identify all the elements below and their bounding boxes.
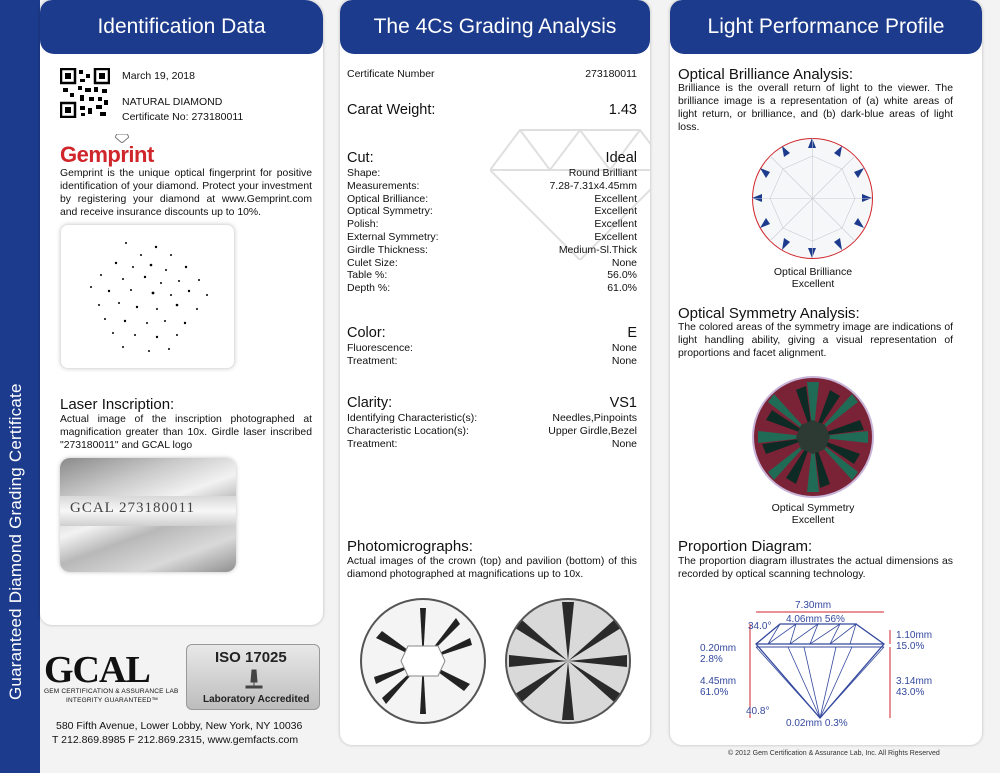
microscope-icon [245, 669, 263, 689]
gemprint-pattern [90, 242, 208, 352]
diagram-crown-left: 0.20mm 2.8% [700, 643, 737, 665]
report-date: March 19, 2018 [122, 70, 195, 82]
table-row: Optical Brilliance:Excellent [347, 192, 637, 205]
light-performance-panel: Light Performance Profile Optical Brilli… [670, 0, 982, 745]
table-row: Treatment:None [347, 354, 637, 367]
certificate-number-line: Certificate No: 273180011 [122, 111, 244, 123]
diagram-pavilion-right: 3.14mm 43.0% [896, 676, 933, 698]
symmetry-caption-title: Optical Symmetry [771, 502, 855, 514]
table-row: Measurements:7.28-7.31x4.45mm [347, 179, 637, 192]
cut-row: Cut: Ideal [347, 150, 637, 167]
lab-address: 580 Fifth Avenue, Lower Lobby, New York,… [56, 720, 303, 732]
table-row: Depth %:61.0% [347, 282, 637, 295]
iso-number: ISO 17025 [215, 649, 287, 666]
gcal-logo: GCAL [44, 649, 151, 691]
brilliance-description: Brilliance is the overall return of ligh… [678, 83, 953, 133]
diagram-crown-right: 1.10mm 15.0% [896, 630, 933, 652]
diamond-type: NATURAL DIAMOND [122, 96, 223, 108]
carat-row: Carat Weight: 1.43 [347, 102, 637, 119]
table-row: Polish:Excellent [347, 218, 637, 231]
diagram-width: 7.30mm [795, 600, 832, 611]
clarity-row: Clarity: VS1 [347, 395, 637, 412]
cut-section: Cut: Ideal Shape:Round Brilliant Measure… [347, 150, 637, 295]
gemprint-logo: Gemprint [60, 142, 154, 167]
proportion-description: The proportion diagram illustrates the a… [678, 556, 953, 580]
proportion-diagram: 7.30mm 4.06mm 56% 34.0° 0.20mm 2.8% 4.45… [700, 590, 940, 740]
table-row: External Symmetry:Excellent [347, 230, 637, 243]
gcal-tagline: INTEGRITY GUARANTEED™ [66, 697, 159, 704]
crown-photo [360, 598, 486, 724]
grading-header: The 4Cs Grading Analysis [340, 0, 650, 54]
table-row: Girdle Thickness:Medium-Sl.Thick [347, 243, 637, 256]
side-band [0, 0, 40, 773]
photomicrographs-title: Photomicrographs: [347, 538, 473, 555]
gemprint-description: Gemprint is the unique optical fingerpri… [60, 168, 312, 218]
diagram-crown-angle: 34.0° [748, 621, 772, 632]
table-row: Treatment:None [347, 437, 637, 450]
symmetry-title: Optical Symmetry Analysis: [678, 305, 860, 322]
carat-label: Carat Weight: [347, 102, 436, 118]
gemprint-image [60, 224, 235, 369]
qr-code-icon [60, 68, 110, 118]
table-row: Culet Size:None [347, 256, 637, 269]
iso-badge: ISO 17025 Laboratory Accredited [186, 644, 320, 710]
brilliance-caption-title: Optical Brilliance [773, 266, 853, 278]
background-diamond-icon [490, 128, 650, 260]
color-row: Color: E [347, 325, 637, 342]
clarity-label: Clarity: [347, 395, 393, 411]
table-row: Identifying Characteristic(s):Needles,Pi… [347, 412, 637, 424]
diagram-table: 4.06mm 56% [786, 614, 845, 625]
laser-inscription-image: GCAL 273180011 [60, 458, 236, 572]
lab-contact: T 212.869.8985 F 212.869.2315, www.gemfa… [52, 734, 299, 746]
symmetry-caption: Optical Symmetry Excellent [670, 502, 956, 526]
identification-panel: Identification Data March 19, 2018 NATUR… [40, 0, 323, 625]
brilliance-caption-grade: Excellent [791, 278, 835, 290]
copyright: © 2012 Gem Certification & Assurance Lab… [728, 750, 940, 757]
table-row: Shape:Round Brilliant [347, 167, 637, 179]
symmetry-caption-grade: Excellent [791, 514, 835, 526]
cut-label: Cut: [347, 150, 374, 166]
certificate-number-row: Certificate Number 273180011 [347, 68, 637, 81]
grading-panel: The 4Cs Grading Analysis Certificate Num… [340, 0, 650, 745]
diagram-pavilion-angle: 40.8° [746, 706, 770, 717]
color-section: Color: E Fluorescence:None Treatment:Non… [347, 325, 637, 368]
table-row: Optical Symmetry:Excellent [347, 205, 637, 218]
laser-inscription-description: Actual image of the inscription photogra… [60, 414, 312, 451]
identification-header: Identification Data [40, 0, 323, 54]
table-row: Characteristic Location(s):Upper Girdle,… [347, 424, 637, 437]
diagram-depth-left: 4.45mm 61.0% [700, 676, 737, 698]
laser-inscription-title: Laser Inscription: [60, 396, 175, 413]
table-row: Fluorescence:None [347, 342, 637, 354]
brilliance-image [752, 138, 873, 259]
carat-value: 1.43 [608, 102, 637, 118]
proportion-diagram-drawing [749, 611, 891, 719]
color-value: E [627, 325, 637, 341]
clarity-value: VS1 [609, 395, 637, 411]
color-label: Color: [347, 325, 386, 341]
inscription-text: GCAL 273180011 [70, 500, 195, 516]
certificate-number-label: Certificate Number [347, 68, 435, 80]
proportion-title: Proportion Diagram: [678, 538, 813, 555]
light-performance-header: Light Performance Profile [670, 0, 982, 54]
gcal-subtitle: GEM CERTIFICATION & ASSURANCE LAB [44, 688, 179, 695]
certificate-number-value: 273180011 [585, 68, 637, 80]
gem-icon [115, 134, 129, 143]
brilliance-caption: Optical Brilliance Excellent [670, 266, 956, 290]
side-band-title: Guaranteed Diamond Grading Certificate [6, 383, 25, 700]
cut-value: Ideal [605, 150, 637, 166]
pavilion-photo [505, 598, 631, 724]
brilliance-title: Optical Brilliance Analysis: [678, 66, 854, 83]
symmetry-image [752, 376, 874, 498]
symmetry-description: The colored areas of the symmetry image … [678, 322, 953, 359]
diagram-culet: 0.02mm 0.3% [786, 718, 848, 729]
accredited-label: Laboratory Accredited [203, 694, 310, 705]
table-row: Table %:56.0% [347, 269, 637, 282]
clarity-section: Clarity: VS1 Identifying Characteristic(… [347, 395, 637, 450]
photomicrographs-description: Actual images of the crown (top) and pav… [347, 556, 637, 580]
